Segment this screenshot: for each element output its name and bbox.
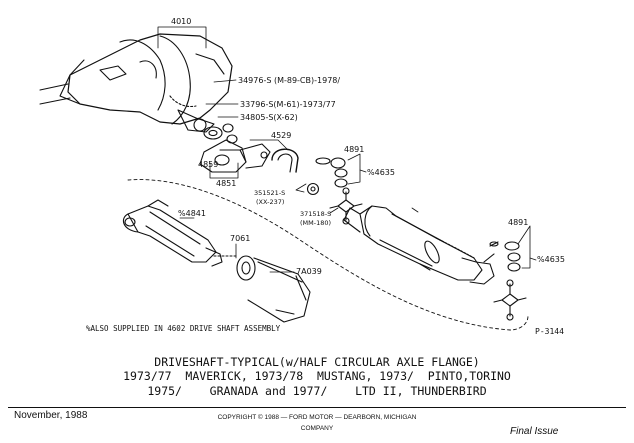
callout-33796-s: 33796-S(M-61)-1973/77 <box>240 100 336 109</box>
footer-divider <box>8 407 626 408</box>
callout-4859: 4859 <box>198 160 218 169</box>
diagram-title-line-1: DRIVESHAFT-TYPICAL(w/HALF CIRCULAR AXLE … <box>154 355 480 369</box>
footer-date: November, 1988 <box>14 410 88 421</box>
bearing-caps-front <box>315 157 348 188</box>
assembly-dashed-line <box>127 179 529 331</box>
callout-4635-rear: %4635 <box>537 255 565 264</box>
callout-371518-s-note: (MM-180) <box>300 219 331 227</box>
callout-labels: 4010 34976-S (M-89-CB)-1978/ 33796-S(M-6… <box>171 17 565 276</box>
assembly-note: %ALSO SUPPLIED IN 4602 DRIVE SHAFT ASSEM… <box>86 324 281 333</box>
universal-joint-cross-front <box>329 187 363 225</box>
callout-351521-s: 351521-S <box>254 189 285 197</box>
footer-status: Final Issue <box>510 426 559 437</box>
callout-7a039: 7A039 <box>296 267 322 276</box>
callout-4891-front: 4891 <box>344 145 364 154</box>
callout-4010: 4010 <box>171 17 191 26</box>
bearing-caps-rear <box>489 241 521 272</box>
footer-copyright-line-1: COPYRIGHT © 1988 — FORD MOTOR — DEARBORN… <box>217 414 417 421</box>
diagram-title-line-2: 1973/77 MAVERICK, 1973/78 MUSTANG, 1973/… <box>123 369 511 383</box>
strap-nut <box>306 182 320 196</box>
transmission-extension-housing <box>236 255 311 323</box>
universal-joint-cross-rear <box>493 279 527 321</box>
callout-34976-s: 34976-S (M-89-CB)-1978/ <box>238 76 340 85</box>
footer-copyright-line-2: COMPANY <box>300 425 334 432</box>
companion-flange <box>199 139 271 173</box>
diagram-title-line-3: 1975/ GRANADA and 1977/ LTD II, THUNDERB… <box>147 384 487 398</box>
callout-4841: %4841 <box>178 209 206 218</box>
plate-number: P-3144 <box>535 327 564 336</box>
footer-copyright: COPYRIGHT © 1988 — FORD MOTOR — DEARBORN… <box>200 412 434 434</box>
pinion-nut-and-washers <box>203 123 238 144</box>
driveshaft-tube <box>343 205 495 285</box>
callout-34805-s: 34805-S(X-62) <box>240 113 298 122</box>
callout-4851: 4851 <box>216 179 236 188</box>
slip-yoke <box>122 199 237 267</box>
callout-4891-rear: 4891 <box>508 218 528 227</box>
callout-4635-front: %4635 <box>367 168 395 177</box>
u-bolt-strap <box>271 148 299 173</box>
callout-7061: 7061 <box>230 234 250 243</box>
callout-4529: 4529 <box>271 131 291 140</box>
rear-axle-housing <box>39 33 233 133</box>
callout-371518-s: 371518-S <box>300 210 331 218</box>
callout-351521-s-note: (XX-237) <box>256 198 284 206</box>
leader-lines <box>157 26 537 273</box>
